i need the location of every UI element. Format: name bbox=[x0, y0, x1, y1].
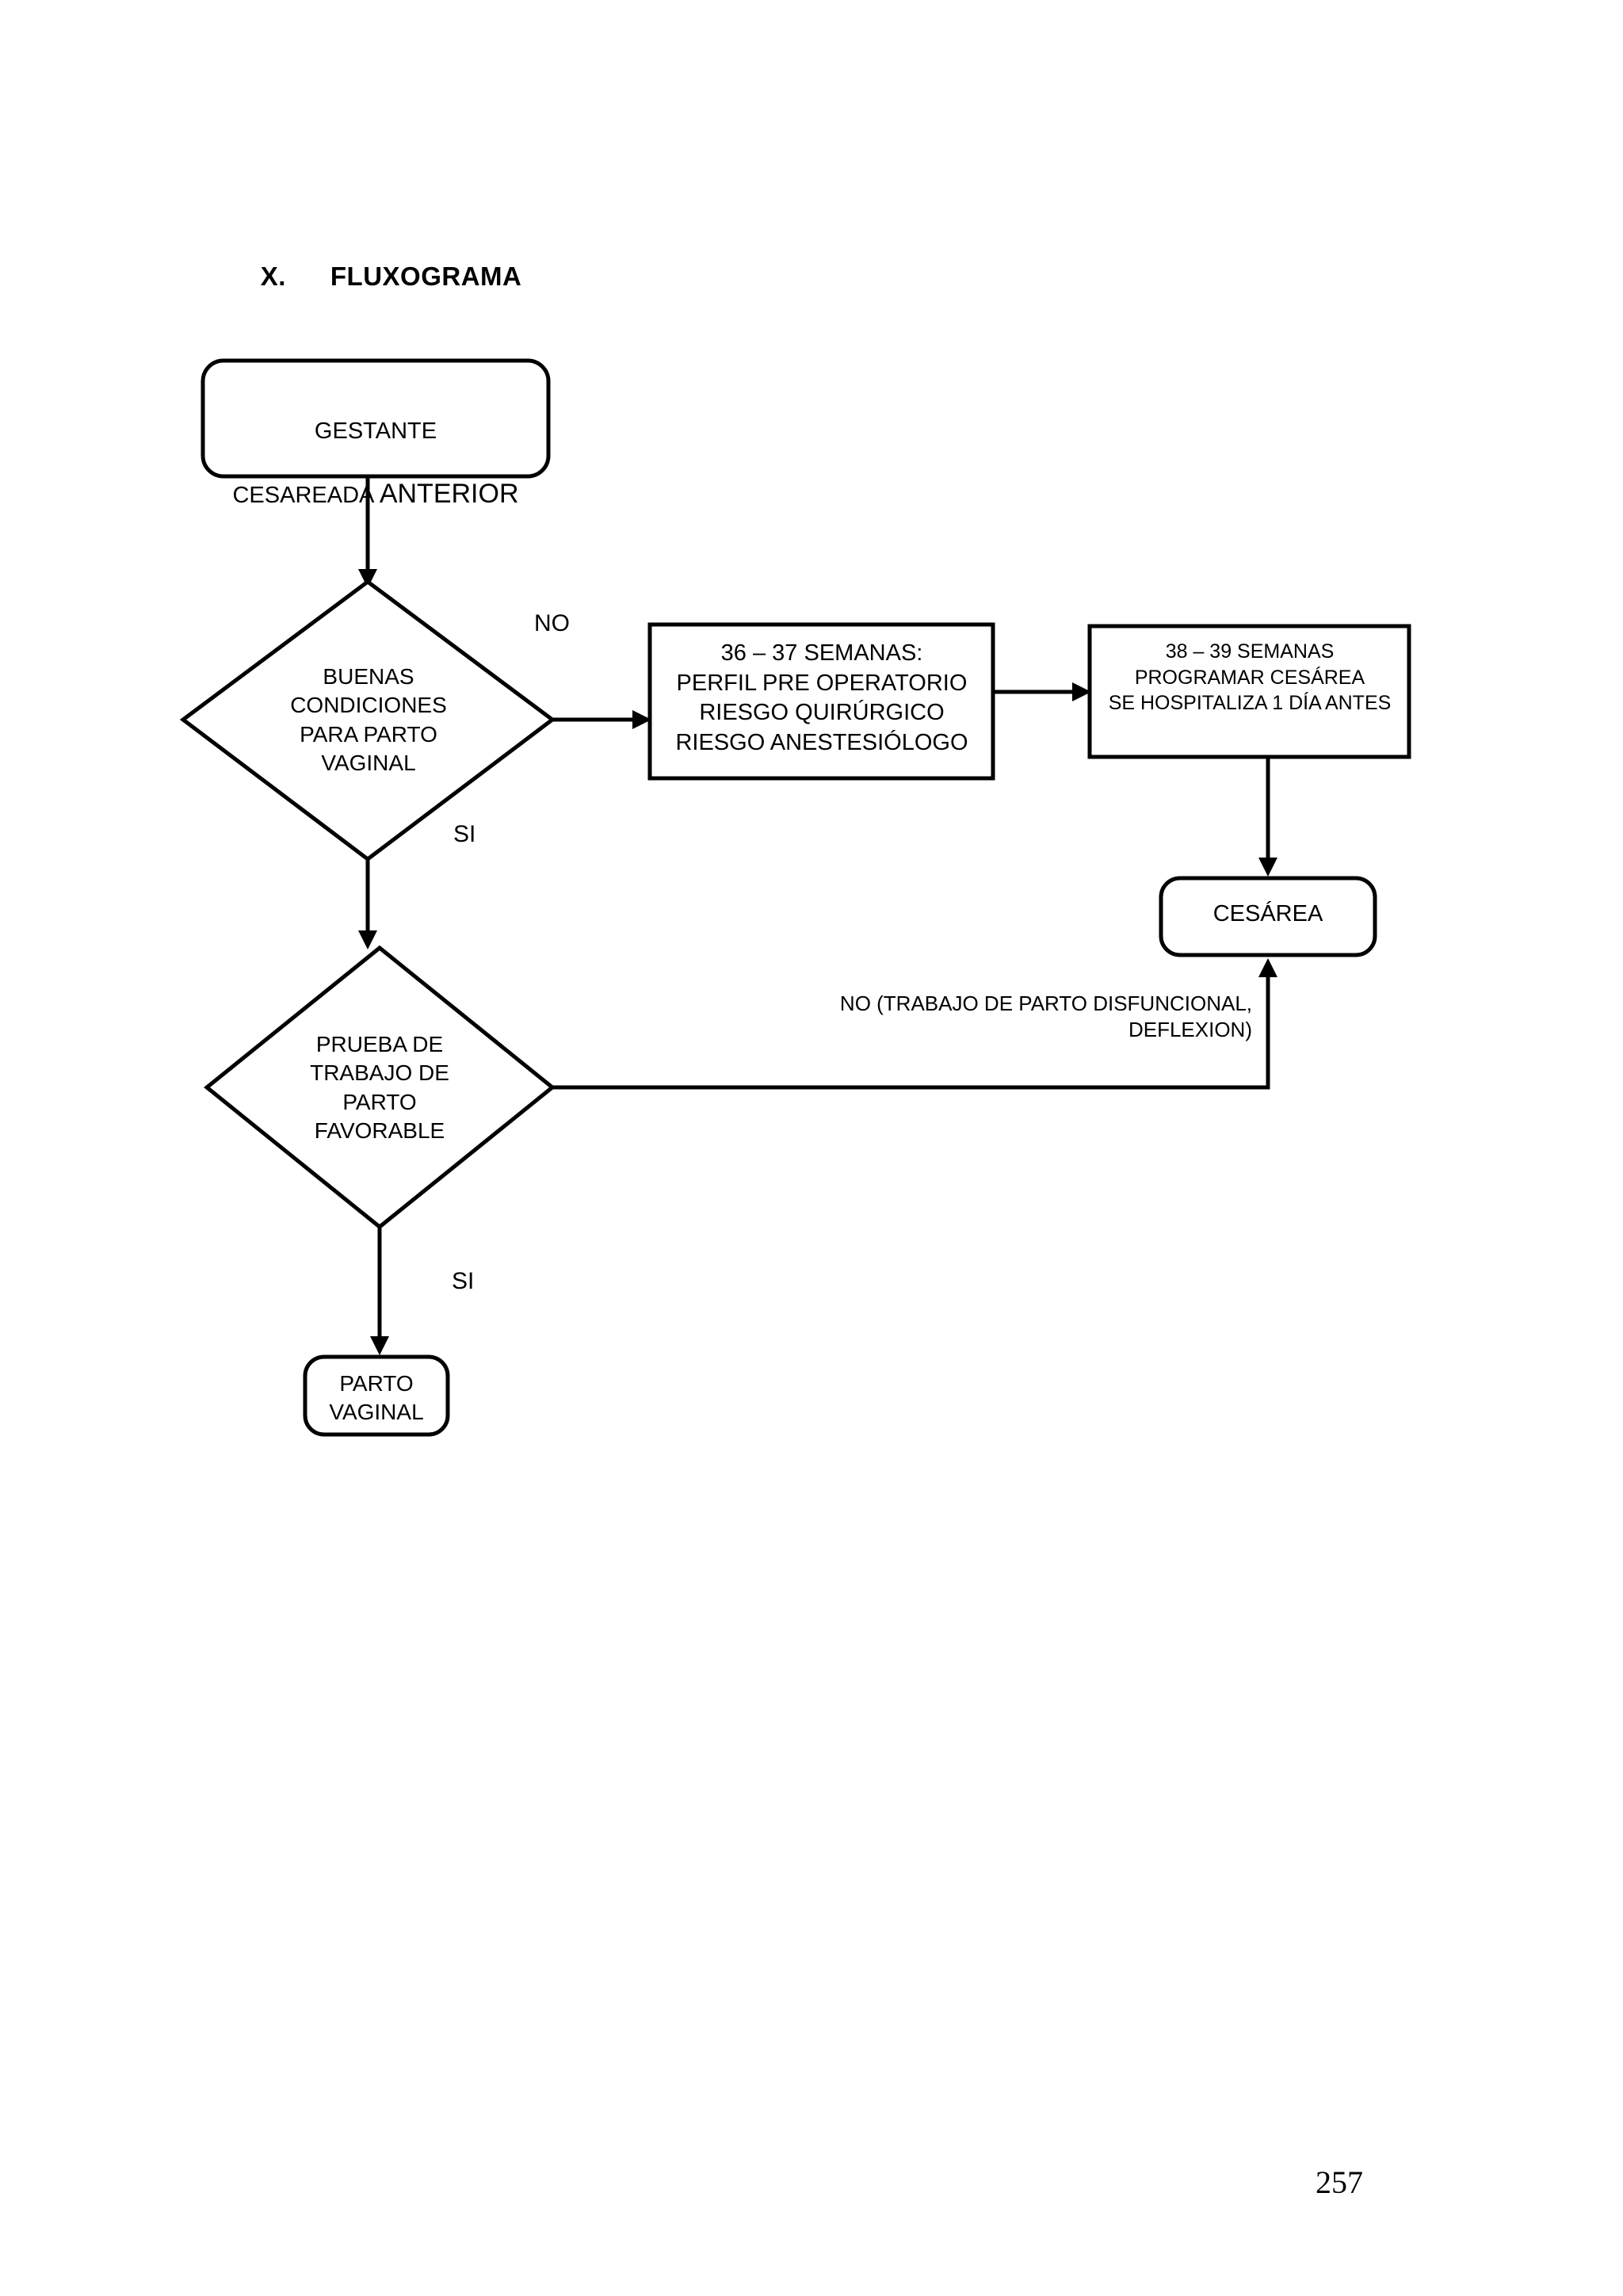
arrow-conditions-no-to-preop bbox=[632, 710, 651, 729]
node-parto-vaginal-shape bbox=[303, 1354, 450, 1437]
node-preop-box-shape bbox=[647, 622, 995, 781]
arrow-labor-si-to-parto bbox=[370, 1336, 389, 1355]
node-decision-labor-shape bbox=[204, 945, 556, 1230]
node-cesarea-shape bbox=[1159, 876, 1377, 957]
node-schedule-box-shape bbox=[1087, 624, 1411, 759]
node-start-shape bbox=[200, 358, 551, 479]
arrow-start-to-conditions bbox=[358, 569, 377, 588]
connector-labor-no-to-cesarea bbox=[552, 971, 1270, 1090]
page-number: 257 bbox=[1316, 2164, 1363, 2200]
arrow-labor-no-to-cesarea bbox=[1258, 958, 1277, 977]
arrow-schedule-to-cesarea bbox=[1258, 858, 1277, 877]
page-title: X. FLUXOGRAMA bbox=[230, 231, 521, 322]
section-title: FLUXOGRAMA bbox=[330, 262, 522, 291]
arrow-preop-to-schedule bbox=[1072, 682, 1091, 701]
section-number: X. bbox=[260, 262, 286, 291]
node-decision-conditions-shape bbox=[179, 579, 556, 862]
arrow-conditions-si-to-labor bbox=[358, 930, 377, 949]
